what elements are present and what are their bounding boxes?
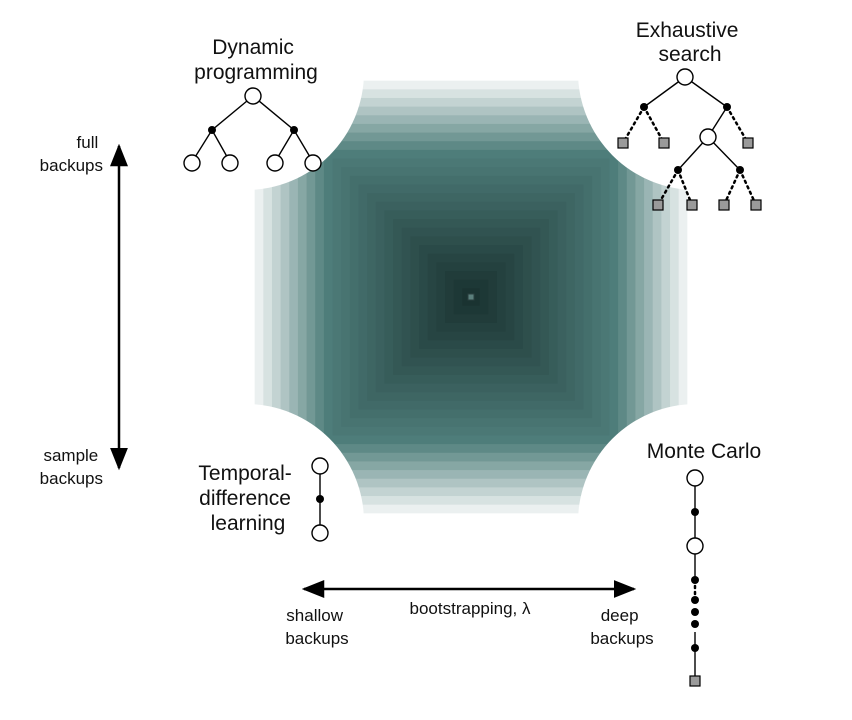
state-node	[221, 154, 239, 172]
exhaustive-search-backup-tree	[617, 68, 762, 211]
action-node	[691, 576, 699, 584]
terminal-node	[652, 199, 664, 211]
state-node	[266, 154, 284, 172]
temporal-difference-label: Temporal- difference learning	[198, 462, 297, 535]
action-node	[208, 126, 216, 134]
terminal-node	[617, 137, 629, 149]
dotted-edge	[621, 105, 646, 145]
action-node	[723, 103, 731, 111]
action-node	[691, 508, 699, 516]
action-node	[674, 166, 682, 174]
td-backup-chain	[311, 457, 329, 542]
terminal-node	[718, 199, 730, 211]
action-node	[691, 596, 699, 604]
corner-cutout	[578, 0, 814, 190]
dotted-edge	[656, 168, 680, 207]
action-node	[316, 495, 324, 503]
vertical-axis: full backups sample backups	[40, 133, 128, 488]
dotted-edge	[725, 105, 750, 145]
deep-backups-label: deep backups	[590, 606, 653, 648]
state-node	[244, 87, 262, 105]
action-node	[691, 644, 699, 652]
exhaustive-search-label: Exhaustive search	[636, 19, 745, 66]
monte-carlo-label: Monte Carlo	[647, 440, 761, 463]
tree-edge	[252, 95, 295, 131]
action-node	[290, 126, 298, 134]
dotted-edge	[738, 168, 758, 207]
bootstrapping-label: bootstrapping, λ	[410, 599, 531, 618]
terminal-node	[686, 199, 698, 211]
state-node	[311, 457, 329, 475]
center-marker	[467, 293, 475, 301]
action-node	[640, 103, 648, 111]
action-node	[736, 166, 744, 174]
tree-edge	[211, 95, 254, 131]
state-node	[304, 154, 322, 172]
action-node	[691, 620, 699, 628]
full-backups-label: full backups	[40, 133, 103, 175]
horizontal-axis: bootstrapping, λ shallow backups deep ba…	[285, 580, 654, 648]
terminal-node	[658, 137, 670, 149]
state-node	[686, 469, 704, 487]
shallow-backups-label: shallow backups	[285, 606, 348, 648]
corner-cutout	[578, 404, 814, 640]
dotted-edge	[722, 168, 742, 207]
dotted-edge	[642, 105, 666, 145]
terminal-node	[742, 137, 754, 149]
state-node	[699, 128, 717, 146]
shaded-square	[128, 0, 814, 640]
sample-backups-label: sample backups	[40, 446, 103, 488]
dotted-edge	[676, 168, 694, 207]
monte-carlo-backup-chain	[686, 469, 704, 687]
state-node	[183, 154, 201, 172]
terminal-node	[750, 199, 762, 211]
terminal-node	[689, 675, 701, 687]
dynamic-programming-label: Dynamic programming	[194, 36, 318, 84]
state-node	[676, 68, 694, 86]
state-node	[311, 524, 329, 542]
state-node	[686, 537, 704, 555]
dp-backup-tree	[183, 87, 322, 172]
action-node	[691, 608, 699, 616]
